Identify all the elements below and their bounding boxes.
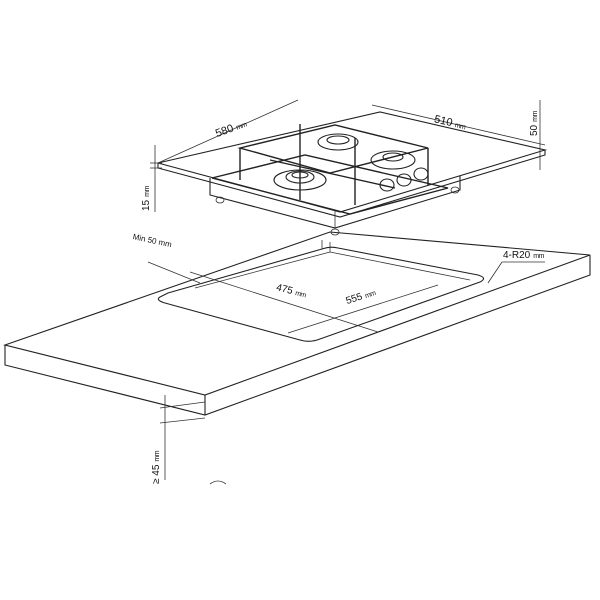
hob-drawing [150, 99, 548, 236]
countertop-thickness-label: ≥ 45 mm [151, 451, 162, 484]
countertop-drawing [3, 231, 591, 485]
rim-thickness-label: 15 mm [141, 186, 152, 211]
hob-height-label: 50 mm [529, 111, 540, 136]
hob-height-value: 50 [529, 124, 540, 136]
corner-radius-unit: mm [533, 253, 544, 260]
countertop-thickness-prefix: ≥ [151, 478, 162, 485]
corner-radius-value: 4-R20 [503, 250, 531, 261]
countertop-thickness-unit: mm [154, 450, 161, 462]
countertop-thickness-value: 45 [151, 464, 162, 476]
rim-thickness-value: 15 [141, 199, 152, 211]
rim-thickness-unit: mm [144, 186, 151, 197]
hob-height-unit: mm [532, 111, 539, 122]
hob-depth-unit: mm [454, 122, 467, 132]
cutout-depth-unit: mm [294, 290, 307, 300]
